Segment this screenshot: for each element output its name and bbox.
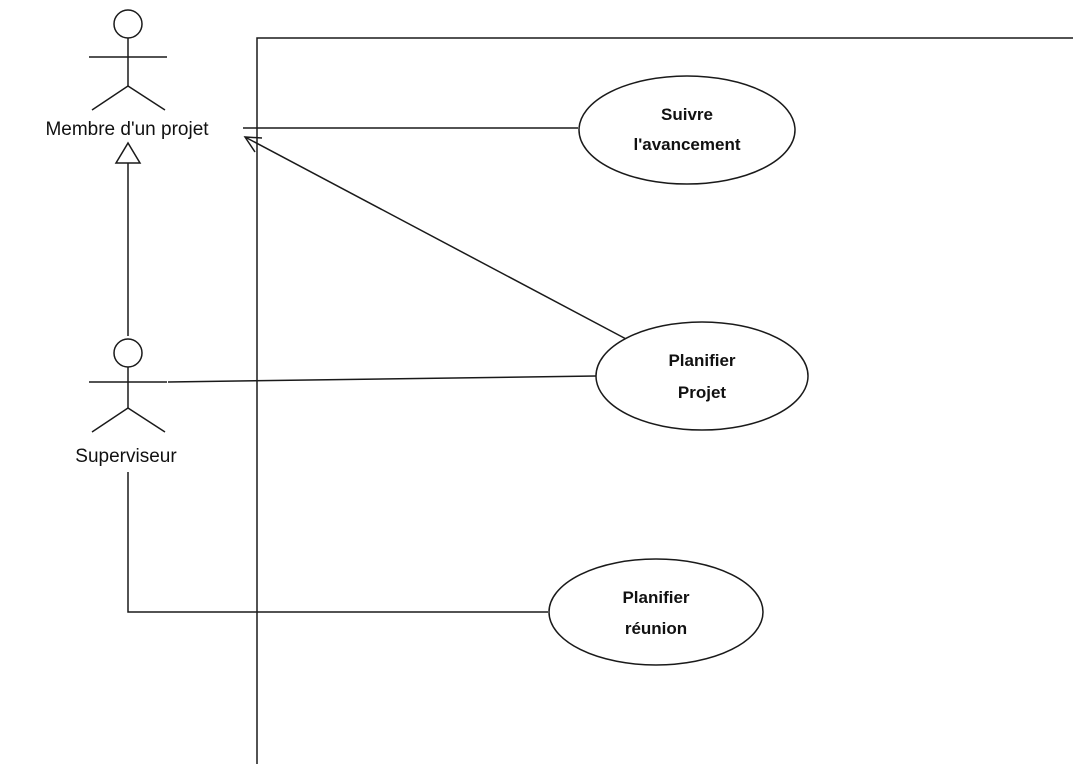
use-case-planifier-reunion-ellipse <box>548 558 764 666</box>
association-superviseur-planifier-reunion <box>127 472 548 613</box>
use-case-planifier-projet-line1: Planifier <box>668 351 735 370</box>
use-case-suivre-avancement[interactable]: Suivre l'avancement <box>578 75 796 185</box>
actor-superviseur-right-leg <box>127 407 166 433</box>
actor-superviseur[interactable]: Superviseur <box>75 338 177 467</box>
use-case-suivre-line2: l'avancement <box>633 135 740 154</box>
use-case-planifier-projet-ellipse <box>595 321 809 431</box>
actor-superviseur-head <box>113 338 143 368</box>
generalization-arrow <box>114 141 142 336</box>
use-case-suivre-ellipse <box>578 75 796 185</box>
actor-membre-head <box>113 9 143 39</box>
actor-superviseur-left-leg <box>91 407 129 433</box>
actor-membre[interactable]: Membre d'un projet <box>45 9 209 140</box>
association-superviseur-planifier-projet <box>167 375 597 383</box>
use-case-planifier-reunion[interactable]: Planifier réunion <box>548 558 764 666</box>
association-membre-planifier-projet <box>243 136 629 341</box>
actor-membre-label: Membre d'un projet <box>45 119 209 140</box>
use-case-planifier-projet[interactable]: Planifier Projet <box>595 321 809 431</box>
generalization-arrowhead <box>114 141 142 164</box>
use-case-planifier-reunion-line1: Planifier <box>622 588 689 607</box>
actor-superviseur-label: Superviseur <box>75 446 177 467</box>
system-boundary <box>256 37 1073 764</box>
actor-membre-left-leg <box>91 85 129 111</box>
use-case-suivre-line1: Suivre <box>661 105 713 124</box>
use-case-planifier-projet-line2: Projet <box>678 383 727 402</box>
actor-membre-right-leg <box>127 85 166 111</box>
use-case-planifier-reunion-line2: réunion <box>625 619 687 638</box>
navigability-arrowhead <box>243 136 263 153</box>
